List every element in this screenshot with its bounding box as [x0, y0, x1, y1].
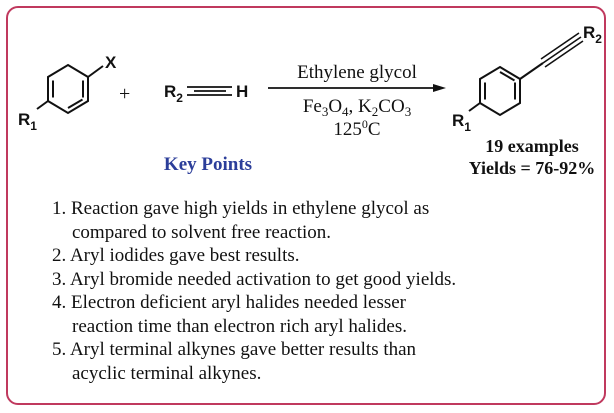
key-point-1: 1. Reaction gave high yields in ethylene…: [52, 198, 430, 243]
reaction-scheme: X R1 + R2 H Ethylene glycol Fe3O4, K2CO3…: [18, 23, 602, 140]
reagents-label: Fe3O4, K2CO3: [303, 96, 411, 119]
r2-label: R2: [164, 82, 183, 105]
temperature-label: 1250C: [333, 117, 380, 140]
aryl-halide-structure: [36, 63, 104, 115]
alkyne-triple-bond: [187, 86, 232, 96]
product-r2-label: R2: [583, 23, 602, 46]
examples-count: 19 examples: [485, 136, 579, 156]
product-r1-label: R1: [452, 111, 471, 134]
product-triple-bond: [540, 32, 584, 68]
halogen-label: X: [105, 53, 117, 72]
key-points-list: 1. Reaction gave high yields in ethylene…: [52, 197, 597, 385]
r1-label: R1: [18, 110, 37, 133]
plus-sign: +: [119, 83, 130, 105]
key-points-title: Key Points: [163, 154, 253, 175]
aryl-alkyne-structure: [468, 62, 544, 117]
yields-range: Yields = 76-92%: [468, 158, 596, 178]
solvent-label: Ethylene glycol: [297, 62, 417, 83]
key-point-5: 5. Aryl terminal alkynes gave better res…: [52, 339, 417, 384]
key-point-3: 3. Aryl bromide needed activation to get…: [52, 268, 457, 290]
key-point-2: 2. Aryl iodides gave best results.: [52, 245, 300, 266]
reaction-arrow: [268, 84, 446, 92]
terminal-h-label: H: [236, 82, 248, 101]
results-summary: 19 examples Yields = 76-92%: [452, 135, 612, 179]
graphic-frame: [6, 6, 606, 405]
key-point-4: 4. Electron deficient aryl halides neede…: [52, 292, 407, 337]
